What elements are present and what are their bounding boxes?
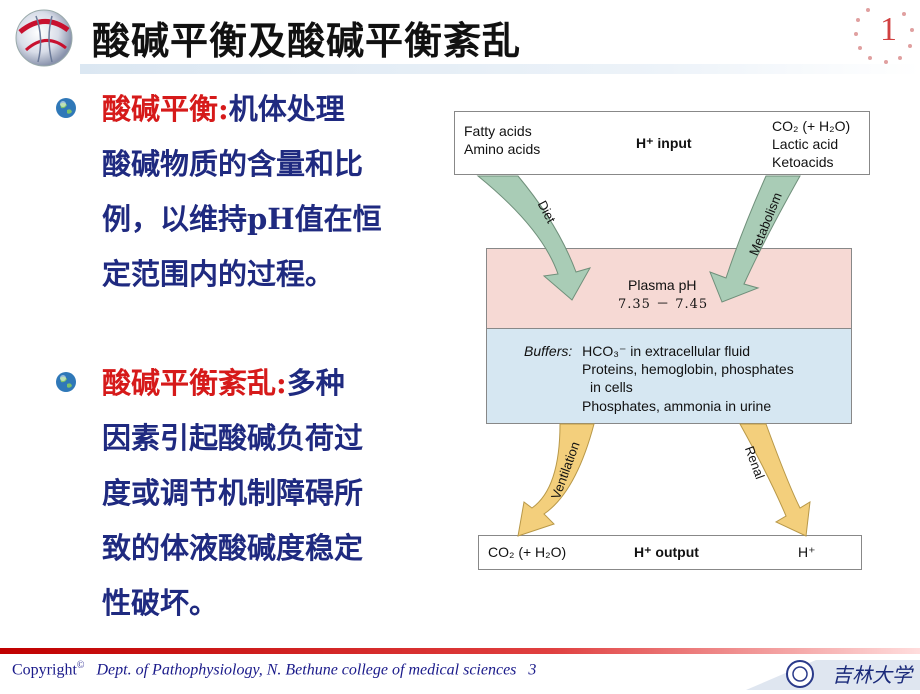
copyright-mark: © xyxy=(76,660,85,671)
plasma-ph-range: 7.35 － 7.45 xyxy=(618,297,709,312)
input-item: Amino acids xyxy=(464,141,541,157)
bullet-paragraph: 酸碱平衡:机体处理 酸碱物质的含量和比 例，以维持pH值在恒 定范围内的过程。 xyxy=(102,82,442,302)
page-number: 3 xyxy=(528,661,537,679)
acid-base-flow-diagram xyxy=(476,175,811,537)
metabolism-arrow xyxy=(709,175,801,303)
svg-text:1: 1 xyxy=(880,11,897,48)
plasma-ph-box xyxy=(486,248,852,328)
bullet-paragraph: 酸碱平衡紊乱:多种 因素引起酸碱负荷过 度或调节机制障碍所 致的体液酸碱度稳定 … xyxy=(102,356,442,631)
paragraph-line-3: 度或调节机制障碍所 xyxy=(102,476,364,510)
diet-arrow xyxy=(476,175,592,301)
jilin-university-emblem-icon: 吉林大学 xyxy=(746,654,920,690)
input-right-list: CO₂ (+ H₂O) Lactic acid Ketoacids xyxy=(772,117,850,171)
globe-bullet-icon xyxy=(54,370,78,394)
h-output-box xyxy=(478,535,862,570)
renal-arrow xyxy=(739,423,811,537)
page-title: 酸碱平衡及酸碱平衡紊乱 xyxy=(92,19,522,63)
paragraph-line-3: 例，以维持pH值在恒 xyxy=(102,202,382,236)
input-item: Fatty acids xyxy=(464,123,532,139)
buffers-line: HCO₃⁻ in extracellular fluid xyxy=(582,343,751,359)
dotted-clock-decoration-icon: 1 xyxy=(838,0,920,72)
footer-divider xyxy=(0,648,920,654)
department-text: Dept. of Pathophysiology, N. Bethune col… xyxy=(96,661,517,679)
paragraph-line-2: 酸碱物质的含量和比 xyxy=(102,147,364,181)
footer-logo-text: 吉林大学 xyxy=(832,663,914,687)
input-item: Lactic acid xyxy=(772,136,839,152)
h-input-box xyxy=(454,111,870,175)
paragraph-line-2: 因素引起酸碱负荷过 xyxy=(102,421,364,455)
footer-copyright: Copyright© Dept. of Pathophysiology, N. … xyxy=(12,660,536,679)
globe-bullet-icon xyxy=(54,96,78,120)
university-globe-logo-icon xyxy=(6,2,80,72)
ventilation-arrow xyxy=(517,423,595,537)
h-input-label: H⁺ input xyxy=(636,135,692,151)
header-band xyxy=(80,64,920,74)
line-text: 多种 xyxy=(286,366,345,400)
output-left-label: CO₂ (+ H₂O) xyxy=(488,544,567,560)
paragraph-line-4: 致的体液酸碱度稳定 xyxy=(102,531,364,565)
paragraph-line-1: 酸碱平衡:机体处理 xyxy=(102,82,442,137)
term-highlight: 酸碱平衡紊乱: xyxy=(102,366,287,400)
line-text: 机体处理 xyxy=(228,92,345,126)
plasma-ph-label: Plasma pH xyxy=(628,277,697,293)
term-highlight: 酸碱平衡: xyxy=(102,92,229,126)
input-item: CO₂ (+ H₂O) xyxy=(772,118,851,134)
input-item: Ketoacids xyxy=(772,154,834,170)
buffers-text: Buffers: HCO₃⁻ in extracellular fluid xyxy=(524,342,750,360)
copyright-label: Copyright xyxy=(12,661,77,679)
buffers-label: Buffers: xyxy=(524,343,573,359)
paragraph-line-5: 性破坏。 xyxy=(102,586,219,620)
h-output-label: H⁺ output xyxy=(634,544,699,560)
buffers-line: Proteins, hemoglobin, phosphates xyxy=(582,361,794,377)
paragraph-line-1: 酸碱平衡紊乱:多种 xyxy=(102,356,442,411)
output-right-label: H⁺ xyxy=(798,544,816,560)
input-left-list: Fatty acids Amino acids xyxy=(464,122,540,158)
paragraph-line-4: 定范围内的过程。 xyxy=(102,257,335,291)
buffers-line: Phosphates, ammonia in urine xyxy=(582,398,772,414)
buffers-line: in cells xyxy=(590,379,633,395)
buffers-box xyxy=(486,328,852,424)
